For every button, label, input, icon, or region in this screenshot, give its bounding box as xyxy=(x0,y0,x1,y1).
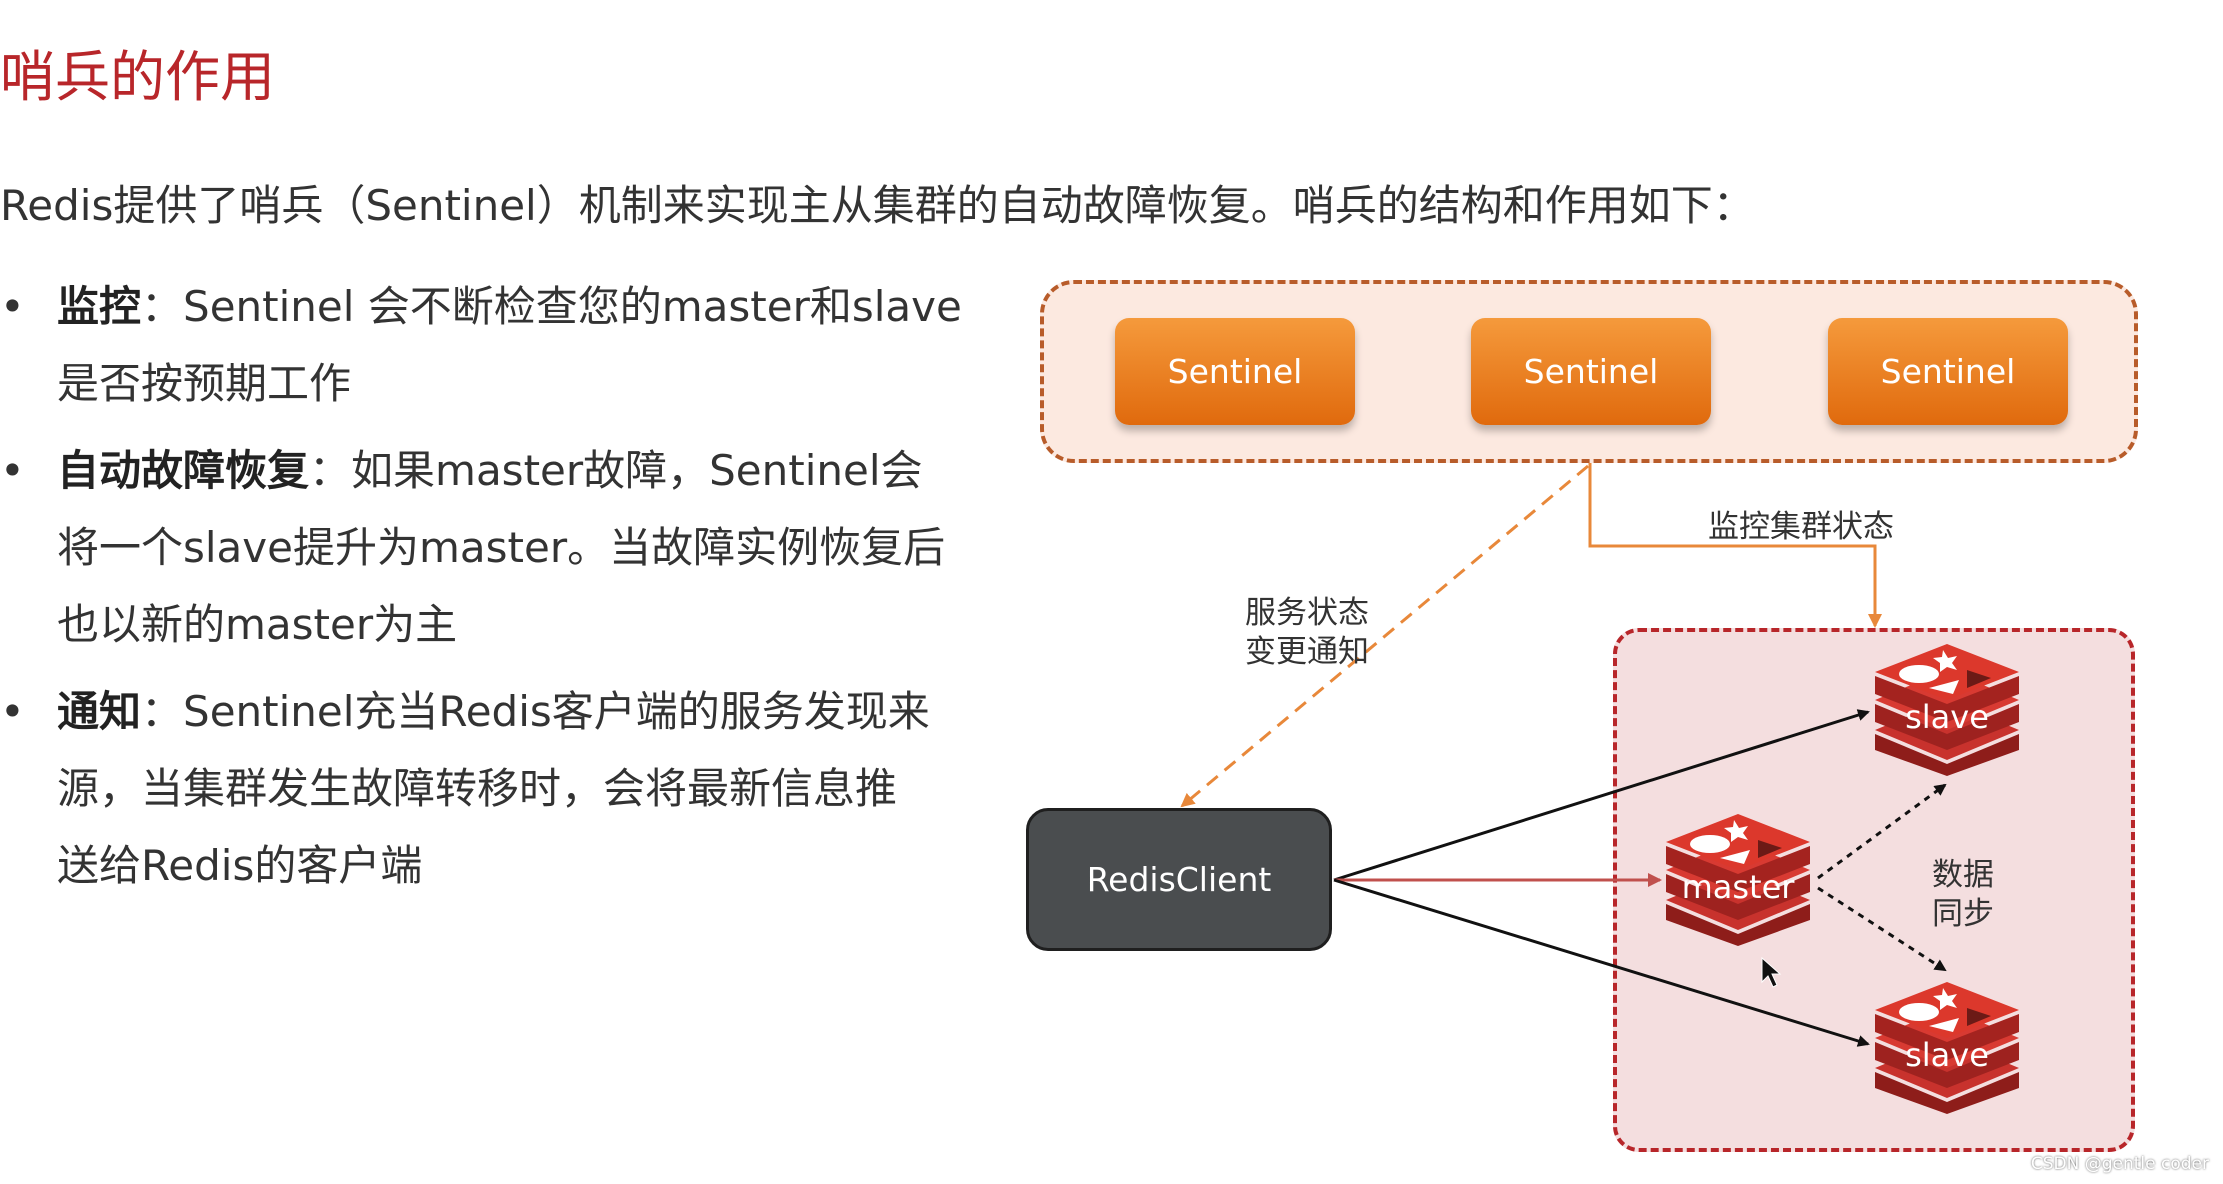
slave-bottom-label: slave xyxy=(1905,1036,1989,1074)
sync-arrow-top xyxy=(1817,783,1947,880)
notify-label-line: 服务状态 xyxy=(1245,595,1369,631)
bullet-sep: ： xyxy=(141,282,184,331)
slave-node-top: slave xyxy=(1867,642,2027,777)
notify-label-line: 变更通知 xyxy=(1245,634,1369,670)
bullet-first-line: 通知：Sentinel充当Redis客户端的服务发现来 xyxy=(57,673,960,750)
bullet-text: 也以新的master为主 xyxy=(57,600,458,649)
bullet-text: 源，当集群发生故障转移时，会将最新信息推 xyxy=(57,764,898,813)
bullet-first-line: 自动故障恢复：如果master故障，Sentinel会 xyxy=(57,432,960,509)
master-node: master xyxy=(1658,812,1818,947)
bullet-dot: • xyxy=(0,446,25,495)
sentinel-node-3: Sentinel xyxy=(1828,318,2068,425)
mouse-cursor-icon xyxy=(1761,956,1782,988)
bullet-first-line: 监控：Sentinel 会不断检查您的master和slave xyxy=(57,268,962,345)
bullet-text: 是否按预期工作 xyxy=(57,359,352,408)
bullet-dot: • xyxy=(0,687,25,736)
list-item-failover: • 自动故障恢复：如果master故障，Sentinel会 将一个slave提升… xyxy=(0,432,960,663)
list-item-monitor: • 监控：Sentinel 会不断检查您的master和slave 是否按预期工… xyxy=(0,268,962,422)
redis-client-node: RedisClient xyxy=(1026,808,1332,951)
bullet-key: 自动故障恢复 xyxy=(57,446,310,495)
intro-text: Redis提供了哨兵（Sentinel）机制来实现主从集群的自动故障恢复。哨兵的… xyxy=(0,181,1755,230)
redis-logo-icon xyxy=(1666,814,1810,946)
bullet-text: Sentinel 会不断检查您的master和slave xyxy=(183,282,962,331)
redis-logo-icon xyxy=(1875,982,2019,1114)
sync-label-line: 同步 xyxy=(1932,896,1994,932)
bullet-key: 监控 xyxy=(57,282,142,331)
sync-arrow-bottom xyxy=(1817,886,1947,972)
notify-label: 服务状态 变更通知 xyxy=(1245,594,1369,672)
monitor-arrow xyxy=(1588,463,1882,628)
bullet-text: 送给Redis的客户端 xyxy=(57,841,423,890)
slave-node-bottom: slave xyxy=(1867,980,2027,1115)
sync-label-line: 数据 xyxy=(1932,857,1994,893)
sentinel-node-2: Sentinel xyxy=(1471,318,1711,425)
notify-arrow xyxy=(1180,464,1589,808)
client-to-slave-bottom-arrow xyxy=(1333,878,1870,1047)
bullet-text: 如果master故障，Sentinel会 xyxy=(351,446,923,495)
slave-top-label: slave xyxy=(1905,698,1989,736)
master-label: master xyxy=(1681,868,1795,906)
watermark-text: CSDN @gentle coder xyxy=(2030,1154,2209,1174)
bullet-text: 将一个slave提升为master。当故障实例恢复后 xyxy=(57,523,946,572)
bullet-sep: ： xyxy=(309,446,352,495)
client-to-slave-top-arrow xyxy=(1333,709,1870,882)
redis-logo-icon xyxy=(1875,644,2019,776)
bullet-sep: ： xyxy=(141,687,184,736)
bullet-dot: • xyxy=(0,282,25,331)
sentinel-node-1: Sentinel xyxy=(1115,318,1355,425)
bullet-text: Sentinel充当Redis客户端的服务发现来 xyxy=(183,687,930,736)
list-item-notify: • 通知：Sentinel充当Redis客户端的服务发现来 源，当集群发生故障转… xyxy=(0,673,960,904)
monitor-label: 监控集群状态 xyxy=(1708,509,1894,545)
feature-list: • 监控：Sentinel 会不断检查您的master和slave 是否按预期工… xyxy=(0,268,962,914)
sync-label: 数据 同步 xyxy=(1932,856,1994,934)
bullet-key: 通知 xyxy=(57,687,142,736)
page-title: 哨兵的作用 xyxy=(0,45,276,109)
